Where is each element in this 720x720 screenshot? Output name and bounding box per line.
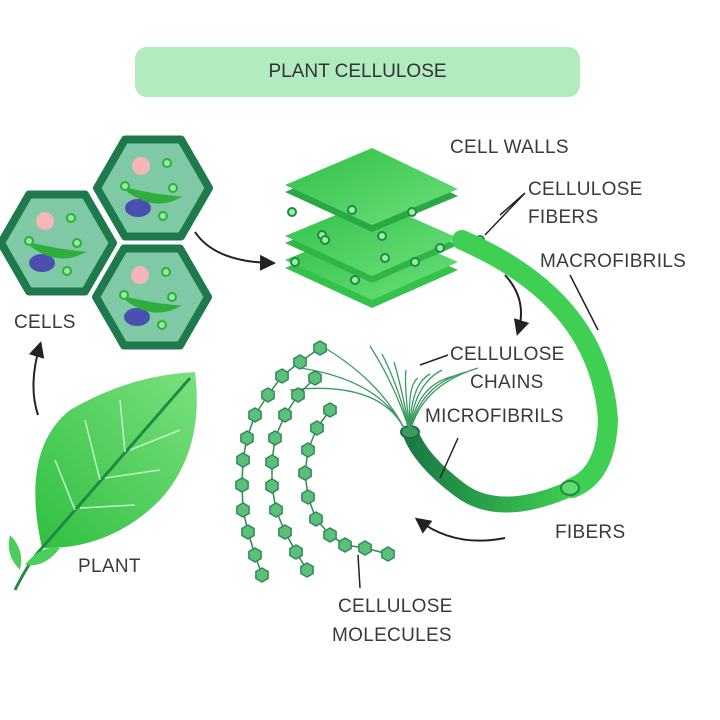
label-microfibrils: MICROFIBRILS [425,406,564,427]
glucose-unit [313,340,327,356]
glucose-unit [236,452,250,468]
label-cellulose-chains-1: CELLULOSE [450,344,565,365]
arrow-plant-to-cells [28,341,45,416]
fiber-bead [287,207,297,217]
chloroplast-icon [30,243,87,259]
vesicle-icon [24,236,34,246]
glucose-unit [269,502,283,518]
cellulose-molecules-illustration [235,340,395,583]
glucose-unit [241,524,255,540]
fiber-bead [407,207,417,217]
arrow-walls-to-chains [504,274,530,336]
organelle-icon [124,308,150,326]
page-title: PLANT CELLULOSE [268,61,447,82]
glucose-unit [308,370,322,386]
fiber-bead [347,205,357,215]
label-cellulose-molecules-1: CELLULOSE [338,596,453,617]
chloroplast-icon [125,297,182,313]
label-cellulose-molecules-2: MOLECULES [332,625,452,646]
molecule-chain [298,402,395,562]
vesicle-icon [62,266,72,276]
glucose-unit [300,562,314,578]
organelle-icon [29,254,55,272]
label-cells: CELLS [14,312,76,333]
plant-cell [92,244,212,350]
fiber-bead [377,231,387,241]
molecule-chain [265,370,322,578]
vesicle-icon [161,267,171,277]
glucose-unit [278,524,292,540]
nucleus-icon [36,212,54,230]
label-cellulose-fibers-2: FIBERS [528,207,599,228]
glucose-unit [240,430,254,446]
label-plant: PLANT [78,556,141,577]
glucose-unit [381,546,395,562]
glucose-unit [265,478,279,494]
cell-wall-layers [285,148,485,308]
fiber-bead [320,235,330,245]
glucose-unit [236,502,250,518]
glucose-unit [255,567,269,583]
fiber-bead [435,243,445,253]
fiber-bead [380,253,390,263]
vesicle-icon [119,290,129,300]
glucose-unit [265,454,279,470]
leaf-illustration [8,372,197,591]
macrofibril [452,230,619,498]
title-banner: PLANT CELLULOSE [135,47,580,97]
glucose-unit [291,387,305,403]
glucose-unit [358,540,372,556]
cells-illustration [0,135,213,350]
glucose-unit [278,407,292,423]
glucose-unit [323,402,337,418]
vesicle-icon [162,158,172,168]
glucose-unit [268,430,282,446]
glucose-unit [301,442,315,458]
glucose-unit [301,489,315,505]
vesicle-icon [72,238,82,248]
fiber-bead [350,275,360,285]
arrow-cells-to-walls [194,231,276,271]
label-cellulose-chains-2: CHAINS [470,372,544,393]
plant-cell [93,135,213,241]
organelle-icon [125,199,151,217]
glucose-unit [248,547,262,563]
vesicle-icon [120,181,130,191]
chain-strand [409,367,479,433]
chain-strand [289,387,406,431]
glucose-unit [235,477,249,493]
fiber-end-cap [560,480,580,496]
cellulose-chain-strands [289,344,479,433]
glucose-unit [338,537,352,553]
vesicle-icon [167,292,177,302]
glucose-unit [310,420,324,436]
vesicle-icon [66,213,76,223]
label-cell-walls: CELL WALLS [450,137,569,158]
chloroplast-icon [126,188,183,204]
glucose-unit [275,368,289,384]
label-macrofibrils: MACROFIBRILS [540,251,687,272]
glucose-unit [323,527,337,543]
nucleus-icon [132,157,150,175]
nucleus-icon [131,266,149,284]
label-fibers: FIBERS [555,522,626,543]
glucose-unit [261,387,275,403]
glucose-unit [289,544,303,560]
vesicle-icon [168,183,178,193]
glucose-unit [293,354,307,370]
label-cellulose-fibers-1: CELLULOSE [528,179,643,200]
glucose-unit [309,511,323,527]
molecule-chain [235,340,327,583]
fiber-bead [290,257,300,267]
arrow-fibers-to-molecules [414,517,506,542]
glucose-unit [248,407,262,423]
plant-cell [0,190,117,296]
fiber-bead [410,257,420,267]
fiber-end [402,428,576,513]
glucose-unit [298,465,312,481]
vesicle-icon [157,320,167,330]
vesicle-icon [158,211,168,221]
